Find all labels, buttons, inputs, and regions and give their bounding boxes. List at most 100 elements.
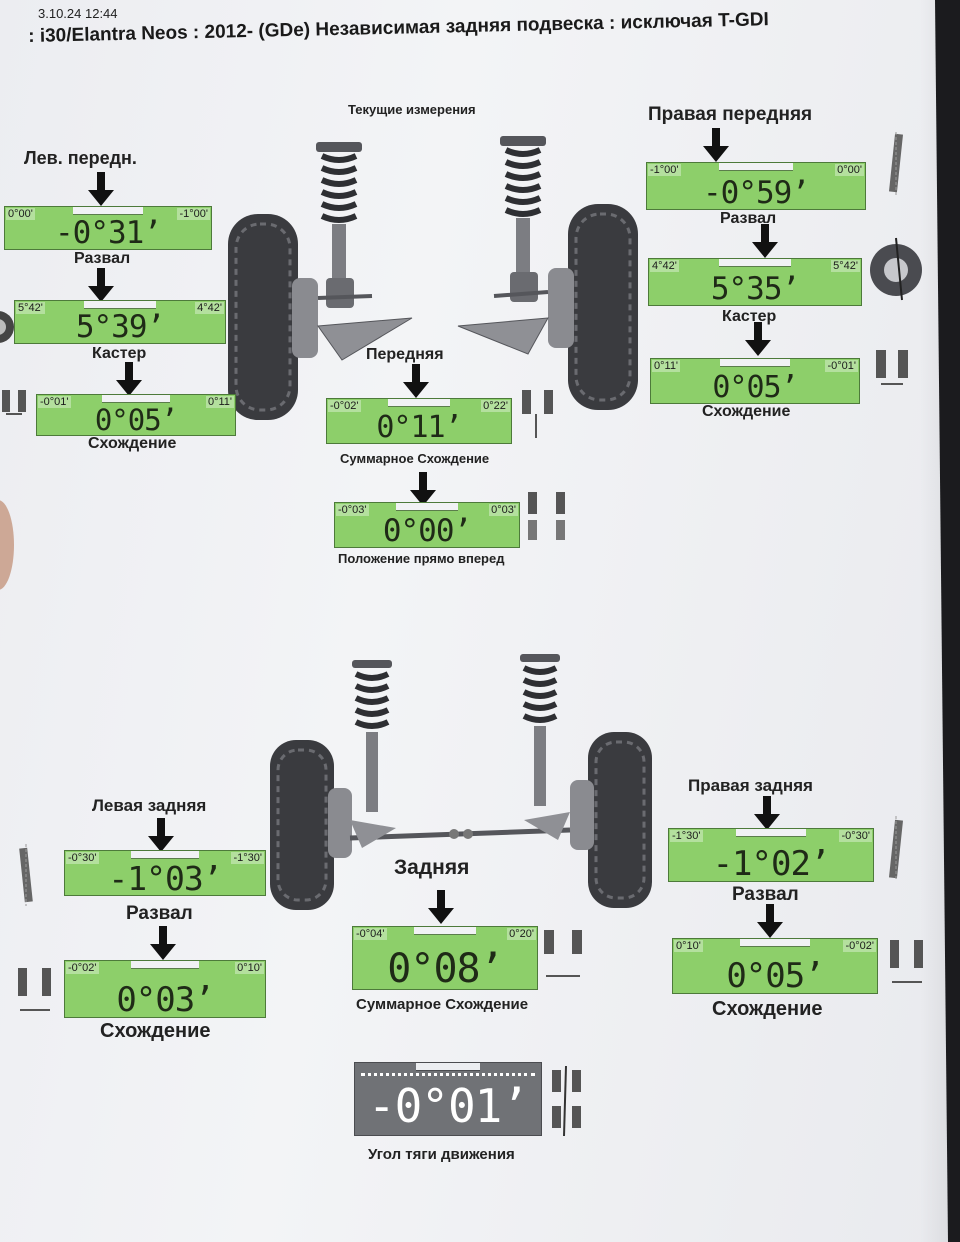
front-right-caster-label: Кастер	[722, 308, 777, 325]
front-left-spring	[320, 153, 358, 223]
front-left-camber-max: -1°00'	[177, 208, 210, 220]
rear-right-camber-gauge: -1°30' -0°30' -1°02’	[668, 828, 874, 882]
front-right-camber-value: -0°59	[703, 175, 792, 211]
front-left-toe-min: -0°01'	[38, 396, 71, 408]
rear-right-camber-icon	[888, 816, 904, 880]
front-left-camber-arrow	[88, 172, 114, 206]
current-measurements-title: Текущие измерения	[348, 102, 476, 117]
rear-right-toe-min: 0°10'	[674, 940, 703, 952]
front-right-caster-min: 4°42'	[650, 260, 679, 272]
thrust-angle-icon	[552, 1065, 581, 1137]
front-left-tire	[228, 214, 298, 420]
front-right-camber-arrow	[703, 128, 729, 162]
rear-left-camber-icon	[19, 844, 33, 906]
front-left-title: Лев. передн.	[24, 148, 137, 168]
front-right-toe-label: Схождение	[702, 403, 791, 420]
straight-ahead-value: 0°00	[382, 513, 455, 549]
front-left-toe-arrow	[116, 362, 142, 396]
toe-mini-icon	[2, 390, 26, 415]
rear-right-toe-arrow	[757, 904, 783, 938]
camber-mini-icon	[888, 132, 904, 196]
thrust-angle-label: Угол тяги движения	[368, 1146, 515, 1163]
front-right-camber-label: Развал	[720, 210, 777, 227]
front-left-toe-max: 0°11'	[205, 396, 234, 408]
front-right-toe-max: -0°01'	[825, 360, 858, 372]
total-toe-mini-icon	[522, 390, 553, 438]
front-right-spring	[504, 147, 542, 217]
front-right-caster-max: 5°42'	[831, 260, 860, 272]
front-right-camber-max: 0°00'	[835, 164, 864, 176]
finger-holding-sheet	[0, 500, 14, 590]
front-right-toe-arrow	[745, 322, 771, 356]
rear-total-toe-gauge: -0°04' 0°20' 0°08’	[352, 926, 538, 990]
rear-right-tire	[588, 732, 652, 908]
rear-right-spring	[522, 665, 558, 723]
front-right-caster-gauge: 4°42' 5°42' 5°35’	[648, 258, 862, 306]
rear-left-toe-min: -0°02'	[66, 962, 99, 974]
rear-right-toe-gauge: 0°10' -0°02' 0°05’	[672, 938, 878, 994]
front-right-toe-min: 0°11'	[652, 360, 681, 372]
toe-right-mini-icon	[876, 350, 908, 385]
rear-axle-link	[349, 827, 571, 841]
front-total-title: Передняя	[366, 346, 444, 363]
straight-ahead-label: Положение прямо вперед	[338, 551, 505, 566]
front-left-caster-label: Кастер	[92, 345, 147, 362]
rear-total-title: Задняя	[394, 856, 470, 879]
print-datetime: 3.10.24 12:44	[38, 6, 118, 21]
rear-total-toe-min: -0°04'	[354, 928, 387, 940]
vehicle-title: : i30/Elantra Neos : 2012- (GDe) Независ…	[28, 9, 769, 47]
rear-left-toe-value: 0°03	[116, 980, 195, 1020]
front-left-toe-gauge: -0°01' 0°11' 0°05’	[36, 394, 236, 436]
straight-ahead-mini-icon	[528, 492, 565, 540]
rear-left-camber-label: Развал	[126, 903, 193, 924]
rear-left-camber-gauge: -0°30' -1°30' -1°03’	[64, 850, 266, 896]
rear-right-camber-value: -1°02	[712, 844, 811, 884]
front-right-control-arm	[457, 317, 549, 355]
rear-left-spring	[354, 671, 390, 729]
rear-left-title: Левая задняя	[92, 796, 207, 815]
rear-suspension-illustration	[270, 654, 652, 910]
rear-left-tire	[270, 740, 334, 910]
front-left-caster-min: 5°42'	[16, 302, 45, 314]
front-right-toe-gauge: 0°11' -0°01' 0°05’	[650, 358, 860, 404]
front-right-title: Правая передняя	[648, 104, 813, 125]
rear-total-toe-label: Суммарное Схождение	[356, 996, 529, 1013]
rear-total-toe-max: 0°20'	[507, 928, 536, 940]
front-right-camber-min: -1°00'	[648, 164, 681, 176]
rear-left-camber-value: -1°03	[108, 859, 203, 898]
caster-mini-icon	[0, 311, 14, 343]
rear-total-toe-icon	[544, 930, 582, 977]
front-left-hub	[292, 278, 318, 358]
front-right-toe-value: 0°05	[712, 370, 781, 405]
front-left-caster-value: 5°39	[75, 309, 148, 345]
front-total-toe-label: Суммарное Схождение	[340, 451, 490, 466]
rear-left-toe-gauge: -0°02' 0°10' 0°03’	[64, 960, 266, 1018]
rear-left-camber-arrow	[148, 818, 174, 852]
straight-ahead-gauge: -0°03' 0°03' 0°00’	[334, 502, 520, 548]
front-left-control-arm	[317, 317, 413, 361]
front-right-tire	[568, 204, 638, 410]
front-total-toe-max: 0°22'	[481, 400, 510, 412]
front-right-hub	[548, 268, 574, 348]
front-right-caster-arrow	[752, 224, 778, 258]
front-right-camber-gauge: -1°00' 0°00' -0°59’	[646, 162, 866, 210]
front-right-caster-value: 5°35	[710, 271, 783, 307]
rear-left-camber-max: -1°30'	[231, 852, 264, 864]
front-left-camber-gauge: 0°00' -1°00' -0°31’	[4, 206, 212, 250]
rear-right-camber-max: -0°30'	[839, 830, 872, 842]
rear-left-toe-max: 0°10'	[235, 962, 264, 974]
rear-left-camber-min: -0°30'	[66, 852, 99, 864]
front-total-toe-arrow	[403, 364, 429, 398]
front-left-camber-min: 0°00'	[6, 208, 35, 220]
rear-total-toe-value: 0°08	[387, 946, 480, 992]
rear-right-toe-value: 0°05	[726, 956, 805, 996]
front-total-toe-min: -0°02'	[328, 400, 361, 412]
front-total-toe-value: 0°11	[376, 410, 445, 445]
front-total-toe-gauge: -0°02' 0°22' 0°11’	[326, 398, 512, 444]
rear-right-toe-icon	[890, 940, 923, 983]
rear-right-camber-arrow	[754, 796, 780, 830]
rear-right-toe-label: Схождение	[712, 998, 823, 1020]
rear-right-toe-max: -0°02'	[843, 940, 876, 952]
straight-ahead-max: 0°03'	[489, 504, 518, 516]
